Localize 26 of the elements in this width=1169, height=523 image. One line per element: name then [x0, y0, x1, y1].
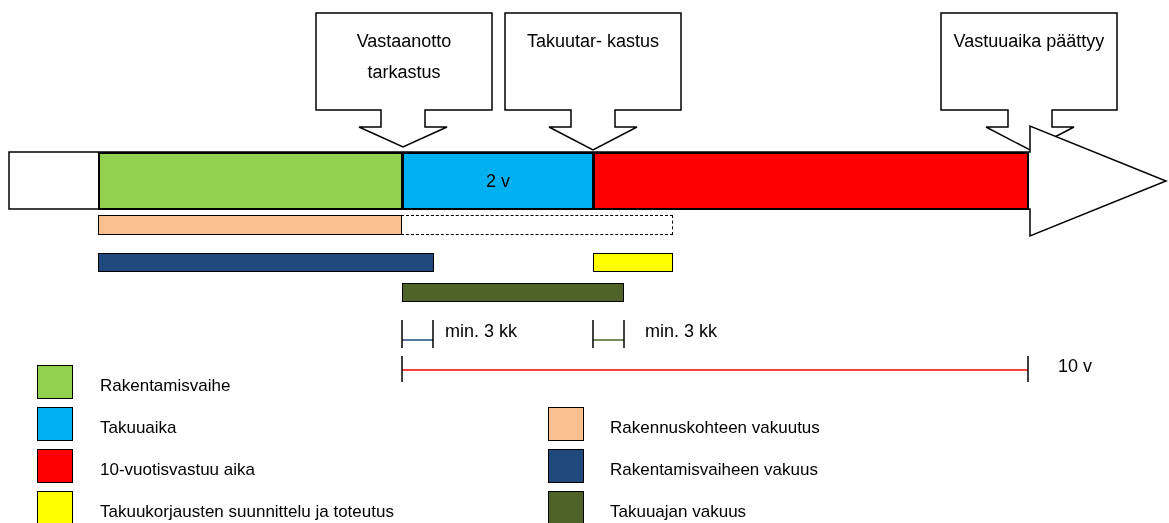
legend-text: Rakentamisvaihe [100, 376, 231, 396]
callout-text: Vastaanotto tarkastus [355, 30, 453, 84]
dimension-label: min. 3 kk [445, 321, 518, 342]
callout-text: Takuutar- kastus [525, 30, 661, 53]
dimension-label: min. 3 kk [645, 321, 718, 342]
phase-segment [98, 152, 403, 210]
legend-text: Rakennuskohteen vakuutus [610, 418, 820, 438]
legend-text: Takuuajan vakuus [610, 502, 747, 522]
callout-box [940, 12, 1118, 152]
timeline-arrow [8, 125, 1166, 237]
dimension-label: 10 v [1058, 356, 1093, 377]
callout-box [315, 12, 493, 149]
legend-text: Takuuaika [100, 418, 177, 438]
period-bar [98, 215, 402, 235]
period-bar [402, 283, 624, 302]
phase-segment [593, 152, 1029, 210]
dashed-bar [401, 215, 673, 235]
callout-text: Vastuuaika päättyy [952, 30, 1106, 53]
duration-label: 2 v [486, 170, 510, 192]
legend-text: Rakentamisvaiheen vakuus [610, 460, 818, 480]
period-bar [98, 253, 434, 272]
callout-box [504, 12, 682, 152]
legend-text: Takuukorjausten suunnittelu ja toteutus [100, 502, 394, 522]
legend-text: 10-vuotisvastuu aika [100, 460, 255, 480]
phase-segment [402, 152, 594, 210]
period-bar [593, 253, 673, 272]
